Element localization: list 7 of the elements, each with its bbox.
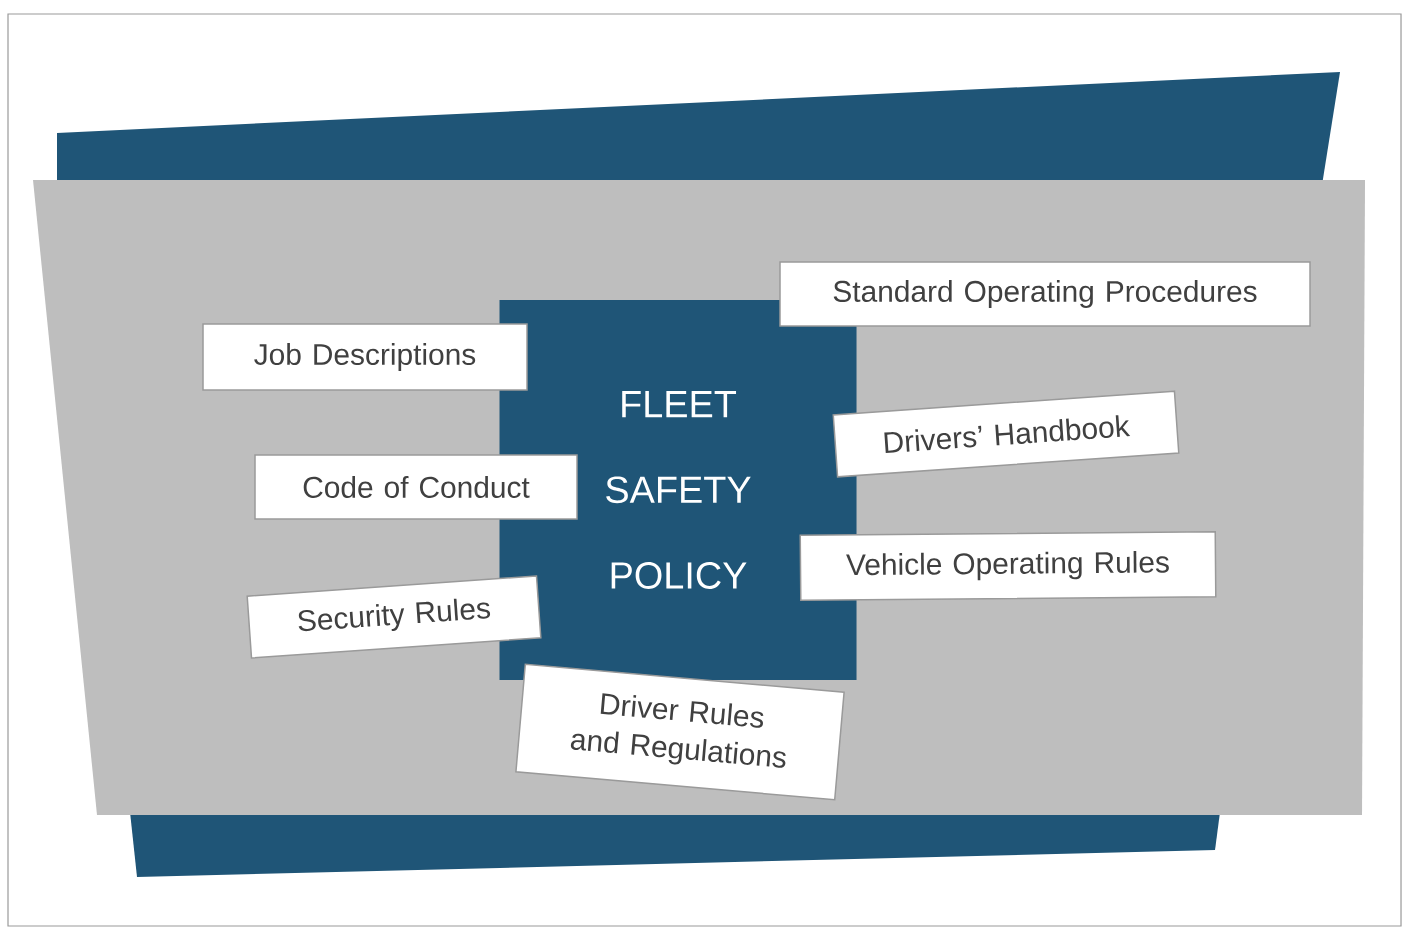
document-card: Code of Conduct (254, 454, 578, 520)
document-card: Job Descriptions (202, 323, 528, 391)
document-card: Drivers’ Handbook (832, 390, 1180, 478)
document-card: Security Rules (246, 575, 542, 659)
document-card: Vehicle Operating Rules (799, 530, 1217, 602)
document-card: Driver Rules and Regulations (515, 663, 845, 801)
document-card: Standard Operating Procedures (779, 261, 1311, 327)
